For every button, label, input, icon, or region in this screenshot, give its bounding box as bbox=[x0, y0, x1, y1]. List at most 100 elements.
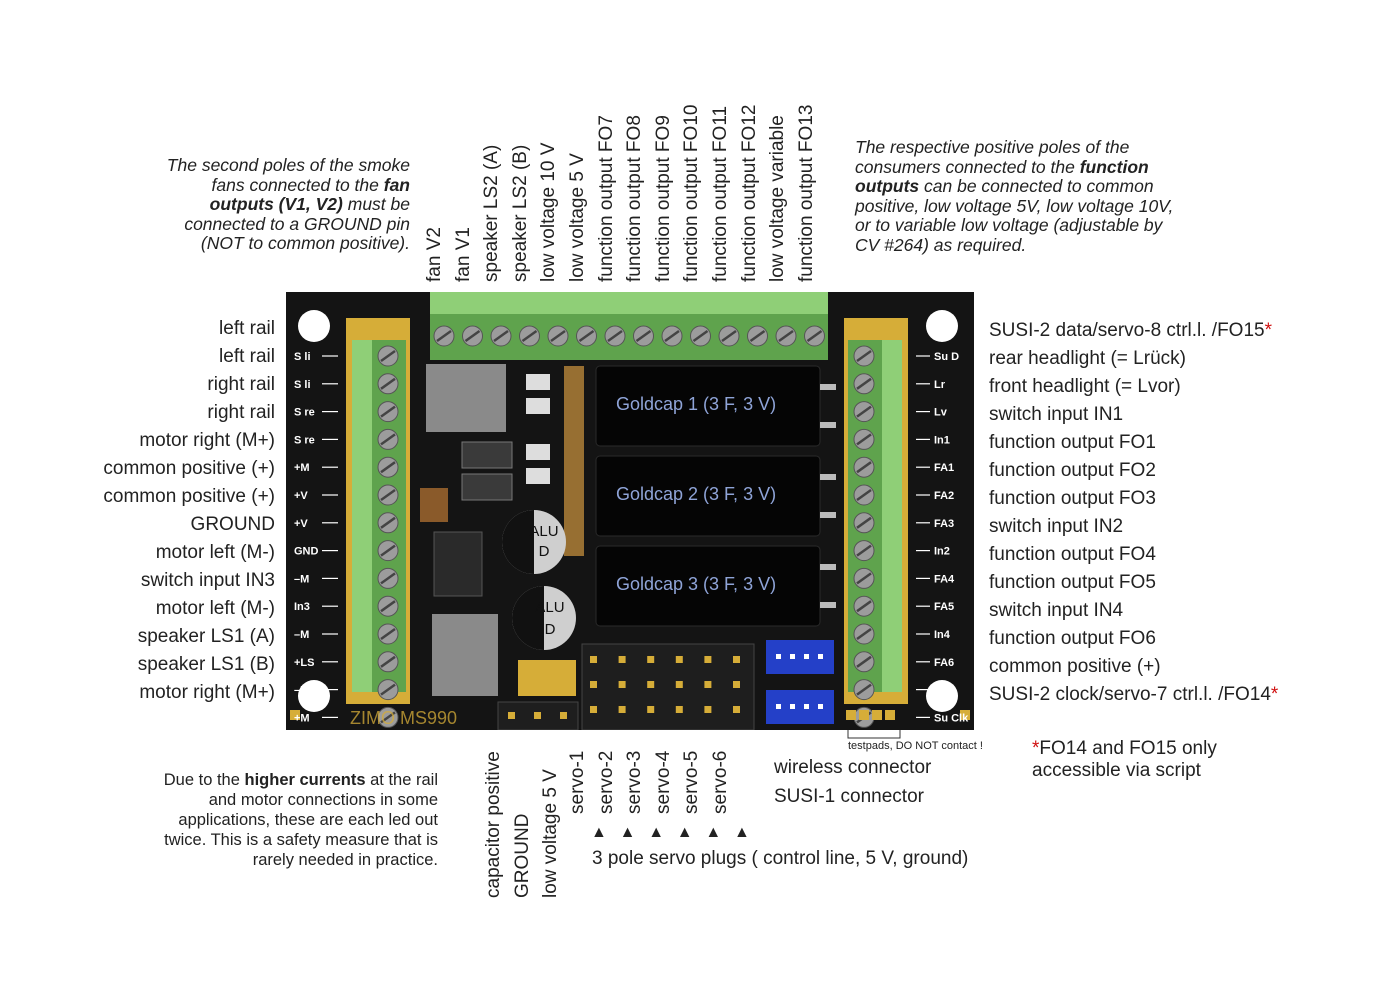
screw-icon bbox=[853, 540, 875, 562]
script-only-note: *FO14 and FO15 only accessible via scrip… bbox=[1032, 738, 1217, 781]
goldcap-2: Goldcap 2 (3 F, 3 V) bbox=[595, 455, 836, 537]
diode bbox=[461, 441, 513, 469]
screw-icon bbox=[377, 706, 399, 728]
servo-pin bbox=[704, 681, 712, 688]
right-terminal-label: function output FO3 bbox=[989, 488, 1156, 510]
left-terminal-label: right rail bbox=[207, 402, 275, 423]
servo-pin bbox=[647, 656, 655, 663]
right-pcb-marks: Su DLrLvIn1FA1FA2FA3In2FA4FA5In4FA6+VSu … bbox=[916, 351, 969, 724]
smd-part bbox=[526, 398, 550, 414]
left-pcb-mark: S li bbox=[294, 379, 311, 391]
capacitor-label-1a: ALU bbox=[529, 523, 558, 540]
smd-part bbox=[526, 468, 550, 484]
left-pcb-mark: –LS bbox=[294, 685, 314, 697]
screw-icon bbox=[377, 512, 399, 534]
screw-icon bbox=[853, 512, 875, 534]
resistor-array bbox=[564, 366, 584, 556]
top-terminal-label-text: fan V2 bbox=[424, 227, 445, 282]
goldcap-label: Goldcap 3 (3 F, 3 V) bbox=[616, 574, 776, 594]
servo-pin bbox=[590, 681, 597, 688]
testpad bbox=[885, 710, 895, 720]
capacitor-header-pins bbox=[508, 712, 567, 719]
servo-pin bbox=[590, 706, 597, 713]
script-only-star: * bbox=[1270, 684, 1279, 705]
servo-pin bbox=[618, 706, 626, 713]
right-terminal-label-text: function output FO3 bbox=[989, 488, 1156, 509]
screw-icon bbox=[462, 325, 483, 347]
screw-icon bbox=[853, 345, 875, 367]
screw-icon bbox=[853, 567, 875, 589]
board-brand: ZIMO MS990 bbox=[350, 708, 457, 728]
top-terminal-label-text: function output FO7 bbox=[595, 115, 617, 282]
screw-icon bbox=[519, 325, 540, 347]
servo-marker-icon: ▲ bbox=[591, 824, 607, 841]
left-pcb-mark: +M bbox=[294, 462, 310, 474]
servo-pin bbox=[675, 656, 683, 663]
right-pcb-mark: FA1 bbox=[934, 462, 954, 474]
left-terminal-label: common positive (+) bbox=[103, 486, 275, 507]
screw-icon bbox=[377, 595, 399, 617]
diode bbox=[461, 473, 513, 501]
screw-icon bbox=[377, 567, 399, 589]
right-terminal-label: function output FO6 bbox=[989, 628, 1156, 650]
right-terminal-label: switch input IN1 bbox=[989, 404, 1123, 426]
goldcap-1: Goldcap 1 (3 F, 3 V) bbox=[595, 365, 836, 447]
higher-currents-note: Due to the higher currents at the rail a… bbox=[163, 771, 438, 869]
screw-icon bbox=[633, 325, 654, 347]
servo-marker-icon: ▲ bbox=[648, 824, 665, 841]
corner-pad bbox=[290, 710, 300, 720]
screw-icon bbox=[377, 345, 399, 367]
left-terminal-label: switch input IN3 bbox=[140, 570, 275, 591]
right-pcb-mark: FA5 bbox=[934, 601, 954, 613]
servo-label-text: servo-6 bbox=[710, 750, 731, 814]
servo-pin bbox=[647, 706, 655, 713]
screw-icon bbox=[853, 484, 875, 506]
right-terminal-label: rear headlight (= Lrück) bbox=[989, 348, 1186, 370]
right-pcb-mark: In4 bbox=[934, 629, 951, 641]
susi-pin bbox=[818, 704, 823, 709]
servo-marker-icon: ▲ bbox=[705, 824, 722, 841]
bottom-pin-label-text: capacitor positive bbox=[483, 751, 504, 898]
testpads-note: testpads, DO NOT contact ! bbox=[848, 740, 983, 752]
susi-pin bbox=[790, 704, 795, 709]
right-terminal-label-text: SUSI-2 data/servo-8 ctrl.l. /FO15 bbox=[989, 320, 1265, 341]
servo-pin bbox=[733, 656, 740, 663]
right-terminal-label-text: SUSI-2 clock/servo-7 ctrl.l. /FO14 bbox=[989, 684, 1271, 705]
servo-pin bbox=[733, 706, 740, 713]
right-terminal-label: SUSI-2 clock/servo-7 ctrl.l. /FO14* bbox=[989, 684, 1278, 706]
top-terminal-label-text: fan V1 bbox=[452, 227, 474, 282]
right-terminal-label: switch input IN2 bbox=[989, 516, 1123, 538]
top-terminal-label-text: function output FO13 bbox=[795, 104, 817, 282]
left-terminal-screws bbox=[377, 345, 399, 728]
top-terminal-label-text: function output FO10 bbox=[681, 104, 703, 282]
left-terminal-label: common positive (+) bbox=[103, 458, 275, 479]
mounting-hole bbox=[298, 680, 330, 712]
testpads-bracket bbox=[847, 730, 901, 739]
capacitor-label-2b: D bbox=[545, 621, 556, 638]
servo-pin bbox=[733, 681, 740, 688]
left-terminal-label: GROUND bbox=[190, 514, 275, 535]
function-outputs-note: The respective positive poles of the con… bbox=[855, 137, 1174, 255]
right-pcb-mark: +V bbox=[934, 685, 948, 697]
screw-icon bbox=[853, 679, 875, 701]
right-pcb-mark: In2 bbox=[934, 546, 950, 558]
right-terminal-label-text: switch input IN1 bbox=[989, 404, 1124, 425]
screw-icon bbox=[804, 325, 825, 347]
servo-pin bbox=[590, 656, 597, 663]
servo-pin bbox=[647, 681, 655, 688]
right-terminal-label: function output FO1 bbox=[989, 432, 1156, 454]
goldcap-label: Goldcap 2 (3 F, 3 V) bbox=[616, 484, 776, 504]
left-terminal-label: left rail bbox=[219, 346, 275, 367]
left-terminal-label: right rail bbox=[207, 374, 275, 395]
susi-pin bbox=[790, 654, 795, 659]
goldcaps: Goldcap 1 (3 F, 3 V) Goldcap 2 (3 F, 3 V)… bbox=[595, 365, 836, 627]
screw-icon bbox=[604, 325, 626, 347]
right-pcb-mark: FA4 bbox=[934, 573, 955, 585]
servo-label-text: servo-5 bbox=[681, 750, 703, 814]
servo-pin bbox=[675, 706, 683, 713]
inductor bbox=[432, 614, 498, 696]
screw-icon bbox=[747, 325, 768, 347]
top-terminal-label-text: low voltage 5 V bbox=[567, 153, 588, 282]
susi-pin bbox=[818, 654, 823, 659]
tantalum-cap bbox=[518, 660, 576, 696]
